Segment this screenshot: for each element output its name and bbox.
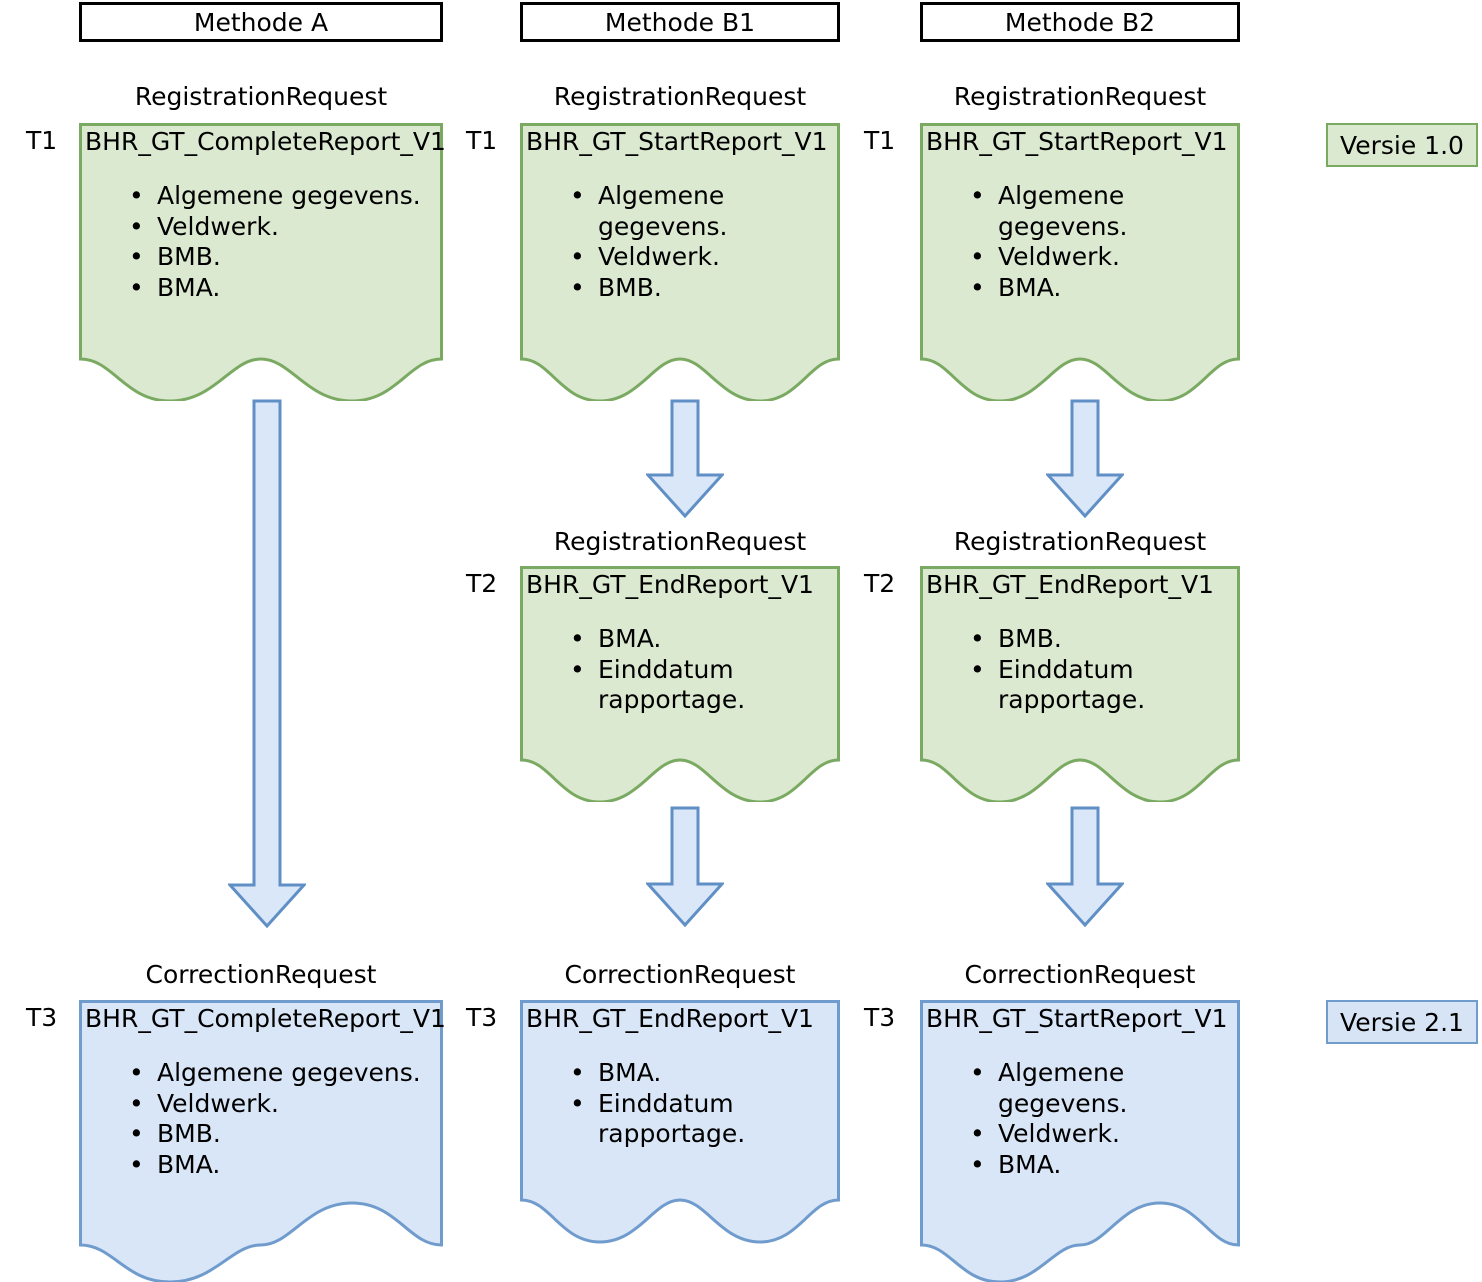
- column-header-methode-b2: Methode B2: [920, 2, 1240, 42]
- caption-b1-t1: RegistrationRequest: [553, 82, 807, 111]
- caption-b2-t3: CorrectionRequest: [964, 960, 1196, 989]
- caption-b1-t3: CorrectionRequest: [564, 960, 796, 989]
- document-item-list: Algemene gegevens. Veldwerk. BMB.: [520, 181, 840, 303]
- list-item: Einddatum rapportage.: [570, 1089, 840, 1150]
- document-b2-t3: BHR_GT_StartReport_V1 Algemene gegevens.…: [920, 1000, 1240, 1282]
- list-item: Algemene gegevens.: [970, 181, 1240, 242]
- document-item-list: Algemene gegevens. Veldwerk. BMA.: [920, 1058, 1240, 1180]
- time-label-b1-t3-right: T3: [864, 1003, 896, 1032]
- version-badge-label: Versie 2.1: [1340, 1007, 1464, 1037]
- caption-b1-t2: RegistrationRequest: [553, 527, 807, 556]
- caption-a-t3: CorrectionRequest: [145, 960, 377, 989]
- document-b2-t1: BHR_GT_StartReport_V1 Algemene gegevens.…: [920, 123, 1240, 401]
- caption-a-t1: RegistrationRequest: [134, 82, 388, 111]
- arrow-a-t1-to-t3: [228, 399, 306, 929]
- list-item: Veldwerk.: [129, 212, 443, 243]
- time-label-a-t3-left: T3: [26, 1003, 58, 1032]
- list-item: BMA.: [570, 624, 840, 655]
- document-title: BHR_GT_EndReport_V1: [926, 570, 1214, 599]
- document-item-list: Algemene gegevens. Veldwerk. BMA.: [920, 181, 1240, 303]
- down-arrow-icon: [1046, 399, 1124, 519]
- column-header-label: Methode B1: [604, 7, 756, 37]
- column-header-methode-a: Methode A: [79, 2, 443, 42]
- document-item-list: BMA. Einddatum rapportage.: [520, 1058, 840, 1150]
- column-header-label: Methode A: [193, 7, 329, 37]
- version-badge-label: Versie 1.0: [1340, 130, 1464, 160]
- list-item: Einddatum rapportage.: [570, 655, 840, 716]
- list-item: BMB.: [129, 242, 443, 273]
- document-item-list: Algemene gegevens. Veldwerk. BMB. BMA.: [79, 181, 443, 303]
- document-a-t3: BHR_GT_CompleteReport_V1 Algemene gegeve…: [79, 1000, 446, 1282]
- document-title: BHR_GT_EndReport_V1: [526, 570, 814, 599]
- arrow-b2-t1-to-t2: [1046, 399, 1124, 519]
- list-item: Veldwerk.: [570, 242, 840, 273]
- document-title: BHR_GT_StartReport_V1: [926, 1004, 1228, 1033]
- document-title: BHR_GT_CompleteReport_V1: [85, 1004, 446, 1033]
- document-title: BHR_GT_EndReport_V1: [526, 1004, 814, 1033]
- document-b1-t3: BHR_GT_EndReport_V1 BMA. Einddatum rappo…: [520, 1000, 840, 1282]
- document-b1-t1: BHR_GT_StartReport_V1 Algemene gegevens.…: [520, 123, 840, 401]
- document-item-list: Algemene gegevens. Veldwerk. BMB. BMA.: [79, 1058, 443, 1180]
- document-item-list: BMA. Einddatum rapportage.: [520, 624, 840, 716]
- list-item: BMA.: [570, 1058, 840, 1089]
- time-label-a-t1-left: T1: [26, 126, 58, 155]
- version-badge-2-1: Versie 2.1: [1326, 1000, 1478, 1044]
- list-item: BMB.: [570, 273, 840, 304]
- list-item: BMA.: [129, 273, 443, 304]
- caption-b2-t1: RegistrationRequest: [953, 82, 1207, 111]
- list-item: BMB.: [970, 624, 1240, 655]
- time-label-b1-t1-left: T1: [466, 126, 498, 155]
- list-item: Veldwerk.: [970, 1119, 1240, 1150]
- arrow-b1-t1-to-t2: [646, 399, 724, 519]
- document-title: BHR_GT_StartReport_V1: [926, 127, 1228, 156]
- column-header-label: Methode B2: [1004, 7, 1156, 37]
- list-item: BMB.: [129, 1119, 443, 1150]
- list-item: Algemene gegevens.: [570, 181, 840, 242]
- document-title: BHR_GT_StartReport_V1: [526, 127, 828, 156]
- list-item: Einddatum rapportage.: [970, 655, 1240, 716]
- version-badge-1-0: Versie 1.0: [1326, 123, 1478, 167]
- document-a-t1: BHR_GT_CompleteReport_V1 Algemene gegeve…: [79, 123, 446, 401]
- list-item: BMA.: [970, 1150, 1240, 1181]
- caption-b2-t2: RegistrationRequest: [953, 527, 1207, 556]
- list-item: Algemene gegevens.: [129, 181, 443, 212]
- arrow-b2-t2-to-t3: [1046, 806, 1124, 928]
- down-arrow-icon: [646, 806, 724, 928]
- time-label-b1-t2-right: T2: [864, 569, 896, 598]
- list-item: Veldwerk.: [970, 242, 1240, 273]
- document-title: BHR_GT_CompleteReport_V1: [85, 127, 446, 156]
- down-arrow-icon: [1046, 806, 1124, 928]
- list-item: BMA.: [129, 1150, 443, 1181]
- time-label-b1-t3-left: T3: [466, 1003, 498, 1032]
- list-item: Algemene gegevens.: [970, 1058, 1240, 1119]
- list-item: BMA.: [970, 273, 1240, 304]
- document-b2-t2: BHR_GT_EndReport_V1 BMB. Einddatum rappo…: [920, 566, 1240, 802]
- document-b1-t2: BHR_GT_EndReport_V1 BMA. Einddatum rappo…: [520, 566, 840, 802]
- column-header-methode-b1: Methode B1: [520, 2, 840, 42]
- time-label-b1-t1-right: T1: [864, 126, 896, 155]
- list-item: Veldwerk.: [129, 1089, 443, 1120]
- document-item-list: BMB. Einddatum rapportage.: [920, 624, 1240, 716]
- time-label-b1-t2-left: T2: [466, 569, 498, 598]
- down-arrow-icon: [228, 399, 306, 929]
- arrow-b1-t2-to-t3: [646, 806, 724, 928]
- down-arrow-icon: [646, 399, 724, 519]
- list-item: Algemene gegevens.: [129, 1058, 443, 1089]
